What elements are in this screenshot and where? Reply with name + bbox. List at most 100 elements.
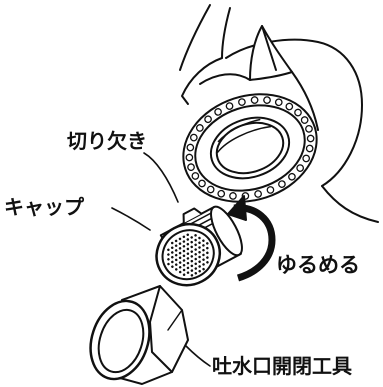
outlet-hole [305,124,313,133]
outlet-hole [191,172,200,180]
outlet-hole [274,98,283,107]
mesh-dot [167,262,170,266]
mesh-dot [182,235,186,239]
cap-label: キャップ [4,195,84,219]
tool-label: 吐水口開閉工具 [212,354,352,378]
faucet-body-tail [321,185,379,223]
outlet-hole [305,144,314,153]
mesh-dot [170,246,174,250]
mesh-dot [171,255,174,259]
mesh-dot [186,233,190,236]
mesh-dot [190,240,193,244]
outlet-hole [266,186,275,194]
outlet-hole [198,179,206,188]
outlet-hole [189,133,198,142]
faucet-body-contour [291,71,319,131]
outlet-hole [185,153,194,162]
outlet-hole [186,143,195,152]
outlet-hole [206,185,215,194]
mesh-dot [171,251,174,254]
mesh-dot [206,256,209,259]
spout-opening-tool [89,285,189,385]
cap-notch [182,207,203,225]
mesh-dot [194,243,197,247]
mesh-dot [182,273,186,276]
mesh-dot [202,239,205,242]
mesh-dot [182,264,186,267]
mesh-dot [178,237,182,241]
tool-facet-edge [149,285,173,373]
mesh-dot [186,252,190,255]
faucet-body-left [181,57,223,105]
mesh-dot [170,241,174,245]
mesh-dot [182,268,186,272]
outlet-hole [302,154,311,163]
mesh-dot [198,260,201,263]
outlet-hole [229,192,237,200]
outlet-thread-line [217,118,261,143]
mesh-dot [190,264,194,268]
mesh-dot [202,253,205,257]
mesh-dot [167,253,170,256]
mesh-dot [171,260,174,264]
mesh-dot [206,251,209,255]
outlet-thread-outer [209,116,291,180]
mesh-dot [190,245,193,249]
mesh-dot [186,271,190,274]
mesh-dot [190,274,194,277]
mesh-dot [186,257,190,260]
mesh-dot [190,259,194,263]
outlet-hole [214,108,222,116]
mesh-dot [198,251,201,254]
mesh-dot [167,258,170,261]
tool-front-inner [97,308,145,374]
faucet-fin-ridge [261,25,277,71]
mesh-dot [194,262,197,266]
outlet-hole [285,102,294,111]
loosen-arrow [227,195,276,282]
outlet-holes [185,96,315,200]
mesh-dot [182,254,186,258]
mesh-dot [202,267,205,271]
outlet-hole [187,163,195,172]
mesh-dot [186,266,190,270]
mesh-dot [194,267,198,270]
outlet-hole [306,134,315,143]
mesh-dot [194,253,197,256]
mesh-dot [206,242,209,245]
outlet-hole [238,98,246,106]
loosen-label: ゆるめる [276,253,360,277]
mesh-dot [178,247,182,250]
outlet-hole [225,102,234,110]
outlet-hole [217,189,226,198]
outlet-hole [288,172,296,181]
aerator-cap [155,205,243,287]
mesh-dot [186,247,190,251]
mesh-dot [182,249,186,253]
mesh-dot [182,245,186,248]
mesh-dot [190,250,194,253]
mesh-dot [178,266,182,269]
mesh-dot [194,257,197,261]
mesh-dot [202,248,205,252]
faucet-pipe-left-edge [179,4,211,71]
mesh-dot [174,258,178,262]
mesh-dot [186,261,190,265]
mesh-dot [178,261,182,264]
mesh-dot [174,244,178,247]
mesh-dot [174,263,178,266]
mesh-dot [194,272,198,275]
outlet-hole [254,190,262,198]
mesh-dot [206,261,209,264]
mesh-dot [198,255,201,259]
outlet-hole [294,108,302,117]
mesh-dot [190,269,194,272]
mesh-dot [186,238,190,241]
outlet-ring-inner-edge [194,104,306,192]
mesh-dot [178,251,182,255]
notch-label: 切り欠き [67,129,147,153]
mesh-dot [198,236,201,240]
mesh-dot [206,246,209,250]
outlet-hole [204,115,212,124]
